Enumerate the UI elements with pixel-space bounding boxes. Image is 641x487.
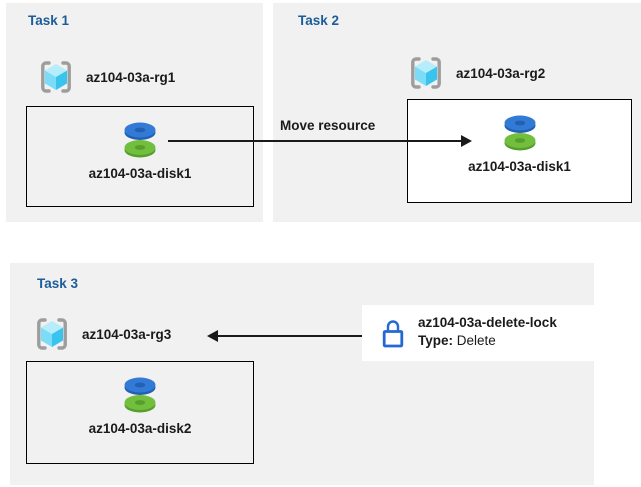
task1-resource-box: az104-03a-disk1 (26, 106, 254, 207)
disk-icon (124, 122, 156, 158)
task1-resource-group: az104-03a-rg1 (37, 58, 175, 96)
task3-rg-label: az104-03a-rg3 (82, 326, 172, 342)
task2-resource-box: az104-03a-disk1 (407, 99, 632, 203)
task3-title: Task 3 (37, 276, 79, 291)
disk-icon (504, 115, 535, 151)
lock-arrow-line (218, 335, 363, 337)
move-arrow-label: Move resource (280, 118, 376, 133)
task2-panel: Task 2 az104-03a-rg2 az104-03a-disk1 (273, 3, 641, 222)
lock-text-block: az104-03a-delete-lock Type: Delete (418, 314, 557, 350)
lock-type-label: Type: (418, 333, 454, 348)
lock-type-line: Type: Delete (418, 332, 557, 350)
task3-resource-group: az104-03a-rg3 (33, 315, 171, 353)
lock-icon (382, 320, 404, 348)
task1-rg-label: az104-03a-rg1 (86, 69, 176, 85)
task1-panel: Task 1 az104-03a-rg1 az104-03a-disk1 (6, 3, 263, 222)
lock-type-value: Delete (456, 333, 496, 348)
resource-group-icon (411, 57, 441, 89)
task3-resource-box: az104-03a-disk2 (26, 361, 254, 464)
task3-panel: Task 3 az104-03a-rg3 az104-03a-disk2 (10, 263, 594, 485)
lock-arrow-head-left (207, 330, 218, 342)
lock-name-label: az104-03a-delete-lock (418, 315, 557, 330)
resource-group-icon (41, 61, 71, 93)
move-arrow-head-right (461, 135, 472, 147)
move-arrow-line (168, 140, 462, 142)
task2-disk-label: az104-03a-disk1 (468, 159, 571, 174)
task2-title: Task 2 (298, 13, 340, 28)
task1-disk-label: az104-03a-disk1 (88, 166, 192, 181)
task2-rg-label: az104-03a-rg2 (456, 65, 546, 81)
delete-lock-callout: az104-03a-delete-lock Type: Delete (362, 305, 641, 361)
task2-resource-group: az104-03a-rg2 (407, 54, 545, 92)
disk-icon (124, 377, 156, 413)
task1-title: Task 1 (28, 13, 70, 28)
resource-group-icon (37, 318, 67, 350)
task3-disk-label: az104-03a-disk2 (88, 421, 192, 436)
